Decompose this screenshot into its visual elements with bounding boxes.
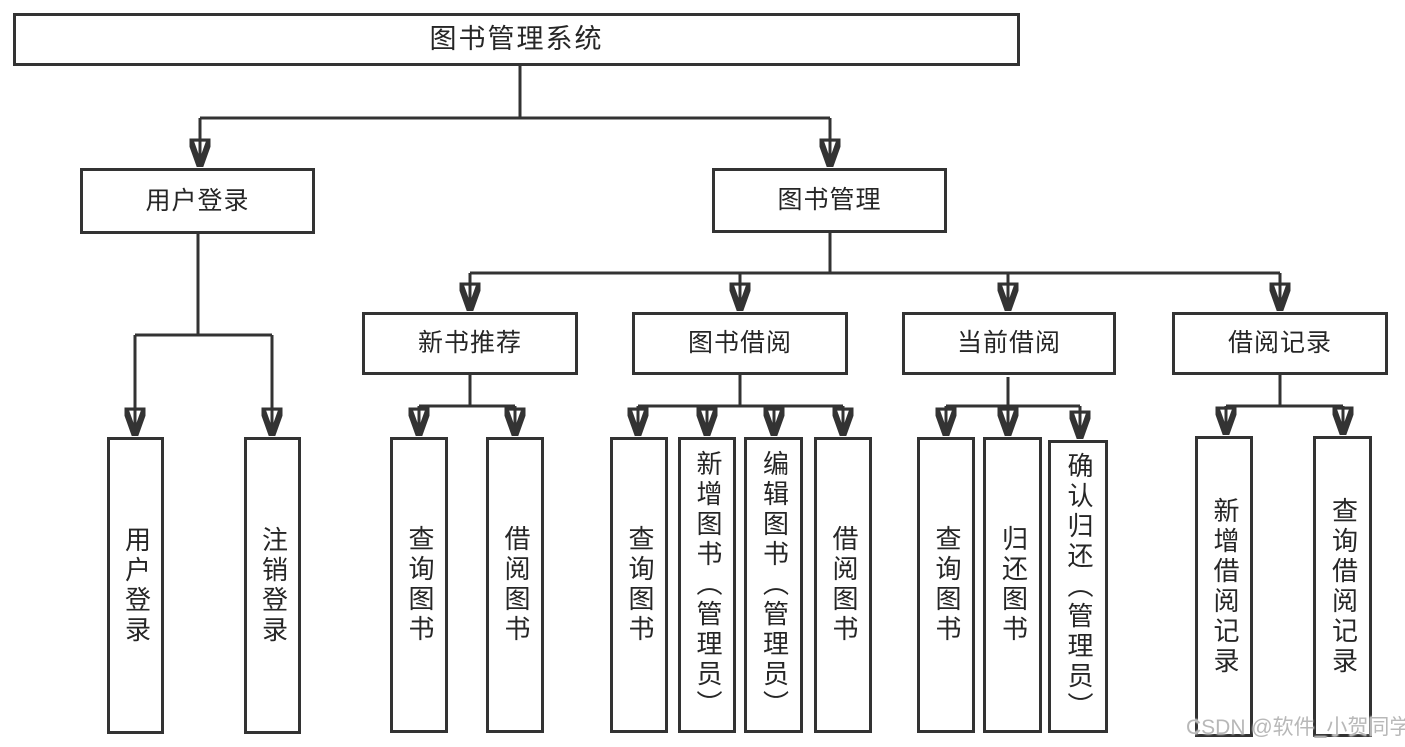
- node-book-borrowing: 图书借阅: [632, 312, 848, 375]
- node-borrowing-records: 借阅记录: [1172, 312, 1388, 375]
- node-library-management-system: 图书管理系统: [13, 13, 1020, 66]
- leaf-nbr-query-books: 查询图书: [390, 437, 448, 733]
- node-book-management: 图书管理: [712, 168, 947, 233]
- csdn-watermark: CSDN @软件_小贺同学: [1186, 716, 1405, 739]
- leaf-user-login: 用户登录: [107, 437, 164, 734]
- leaf-nbr-borrow-books: 借阅图书: [486, 437, 544, 733]
- leaf-cb-confirm-return-admin: 确认归还（管理员）: [1048, 440, 1108, 733]
- leaf-bb-borrow-books: 借阅图书: [814, 437, 872, 733]
- leaf-bb-edit-books-admin: 编辑图书（管理员）: [744, 437, 803, 733]
- node-new-book-recommendation: 新书推荐: [362, 312, 578, 375]
- leaf-br-add-record: 新增借阅记录: [1195, 436, 1253, 737]
- leaf-cb-query-books: 查询图书: [917, 437, 975, 733]
- leaf-bb-add-books-admin: 新增图书（管理员）: [678, 437, 736, 733]
- leaf-logout: 注销登录: [244, 437, 301, 734]
- leaf-bb-query-books: 查询图书: [610, 437, 668, 733]
- leaf-br-query-record: 查询借阅记录: [1313, 436, 1372, 737]
- node-current-borrowing: 当前借阅: [902, 312, 1116, 375]
- node-user-login: 用户登录: [80, 168, 315, 234]
- leaf-cb-return-books: 归还图书: [983, 437, 1042, 733]
